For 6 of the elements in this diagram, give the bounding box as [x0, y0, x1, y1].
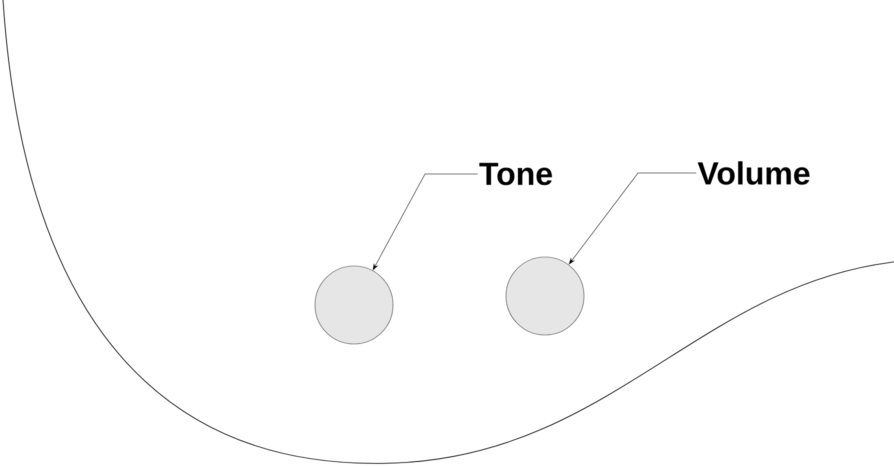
- knob-label: Volume: [698, 161, 810, 185]
- knob: [314, 266, 394, 344]
- leader-line: [372, 174, 478, 270]
- knob: [506, 256, 584, 336]
- knob-label: Tone: [479, 162, 552, 186]
- leader-line: [568, 172, 696, 264]
